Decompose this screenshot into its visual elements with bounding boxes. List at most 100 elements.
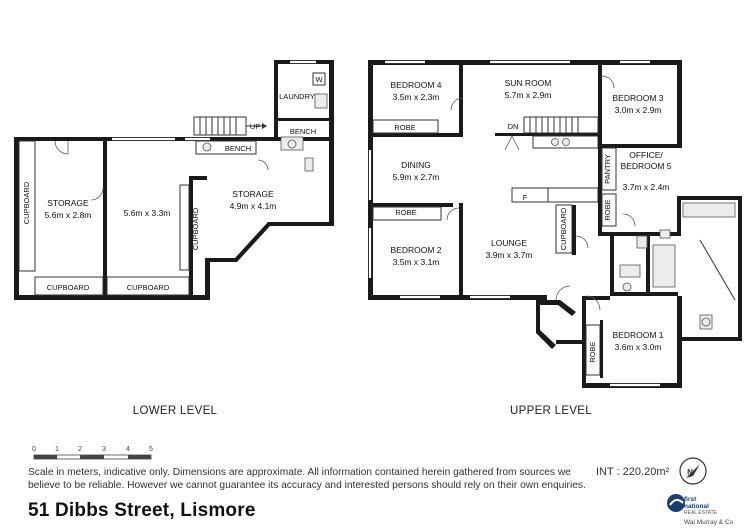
wall xyxy=(205,222,333,262)
bedroom2-dim: 3.5m x 3.1m xyxy=(393,257,440,267)
storage-right-dim: 4.9m x 4.1m xyxy=(230,201,277,211)
storage-mid-dim: 5.6m x 3.3m xyxy=(124,208,171,218)
storage-right-name: STORAGE xyxy=(232,189,274,199)
wall xyxy=(677,196,742,200)
sunroom-dim: 5.7m x 2.9m xyxy=(505,90,552,100)
wall xyxy=(373,133,463,137)
bedroom1-name: BEDROOM 1 xyxy=(612,330,663,340)
bedroom4-name: BEDROOM 4 xyxy=(390,80,441,90)
wall xyxy=(14,137,19,300)
wall xyxy=(582,296,610,300)
bedroom3-dim: 3.0m x 2.9m xyxy=(615,105,662,115)
scale-tick-label: 3 xyxy=(102,446,106,453)
wall xyxy=(646,236,650,294)
wall xyxy=(572,205,576,255)
pantry-label: PANTRY xyxy=(603,154,612,184)
wall xyxy=(329,60,334,141)
wall xyxy=(738,196,742,341)
brand-line3: REAL ESTATE xyxy=(684,510,717,516)
robe-label: ROBE xyxy=(394,123,415,132)
disclaimer-text: Scale in meters, indicative only. Dimens… xyxy=(28,467,586,491)
robe-outline xyxy=(372,206,442,221)
laundry-label: LAUNDRY xyxy=(279,92,315,101)
robe-outline xyxy=(372,119,439,134)
agency-name: Wal Murray & Co xyxy=(684,519,734,526)
wall xyxy=(278,118,329,121)
scale-tick-label: 4 xyxy=(126,446,130,453)
north-compass-icon: N xyxy=(679,457,707,485)
wall xyxy=(556,340,582,344)
first-national-logo-icon xyxy=(667,494,685,512)
office-name2: BEDROOM 5 xyxy=(620,161,671,171)
wall xyxy=(329,137,334,226)
storage-left-name: STORAGE xyxy=(47,198,89,208)
bedroom2-name: BEDROOM 2 xyxy=(390,245,441,255)
cupboard-outline xyxy=(179,184,190,271)
robe-label: ROBE xyxy=(395,208,416,217)
wall xyxy=(368,295,543,300)
up-label: UP xyxy=(250,122,260,131)
wall xyxy=(680,337,742,341)
dn-label: DN xyxy=(508,122,519,131)
office-name: OFFICE/ xyxy=(629,150,663,160)
wall xyxy=(373,203,453,207)
bedroom1-dim: 3.6m x 3.0m xyxy=(615,342,662,352)
wall xyxy=(189,178,193,296)
cupboard-label: CUPBOARD xyxy=(47,283,90,292)
lounge-name: LOUNGE xyxy=(491,238,527,248)
wall xyxy=(103,141,107,296)
wall xyxy=(495,133,602,136)
compass-label: N xyxy=(687,468,693,477)
brand-line1: first xyxy=(684,496,697,503)
stairs-upper xyxy=(523,116,599,134)
bench-label: BENCH xyxy=(225,144,251,153)
wall xyxy=(14,295,210,300)
upper-level-plan: BEDROOM 4 3.5m x 2.3m ROBE SUN ROOM 5.7m… xyxy=(368,60,742,388)
bedroom4-dim: 3.5m x 2.3m xyxy=(393,92,440,102)
scale-tick-label: 5 xyxy=(149,446,153,453)
wall xyxy=(601,144,682,148)
cupboard-label: CUPBOARD xyxy=(559,207,568,250)
wall xyxy=(602,232,677,236)
property-address: 51 Dibbs Street, Lismore xyxy=(28,500,256,521)
robe-outline xyxy=(601,193,617,227)
scale-bar: 0 1 2 3 4 5 xyxy=(32,446,153,460)
cupboard-outline xyxy=(106,276,190,296)
scale-tick-label: 2 xyxy=(78,446,82,453)
wall xyxy=(536,300,556,349)
wall xyxy=(582,296,586,388)
stairs-lower xyxy=(193,116,267,136)
bench-label: BENCH xyxy=(290,127,316,136)
wall xyxy=(677,296,682,388)
wall xyxy=(598,60,602,136)
cupboard-label: CUPBOARD xyxy=(22,181,31,224)
dining-dim: 5.9m x 2.7m xyxy=(393,172,440,182)
office-dim: 3.7m x 2.4m xyxy=(623,182,670,192)
internal-area: INT : 220.20m² xyxy=(596,466,670,478)
fridge-label: F xyxy=(523,193,528,202)
dining-name: DINING xyxy=(401,160,431,170)
scale-tick-label: 1 xyxy=(55,446,59,453)
wall xyxy=(610,292,678,296)
wall xyxy=(536,300,576,316)
lounge-dim: 3.9m x 3.7m xyxy=(486,250,533,260)
wall xyxy=(274,60,278,141)
bench-outline xyxy=(195,140,257,155)
wall xyxy=(205,258,210,300)
wall xyxy=(610,236,614,296)
sunroom-name: SUN ROOM xyxy=(505,78,552,88)
scale-tick-label: 0 xyxy=(32,446,36,453)
wall xyxy=(598,136,602,236)
wall xyxy=(600,320,603,378)
bedroom3-name: BEDROOM 3 xyxy=(612,93,663,103)
lower-level-plan: CUPBOARD STORAGE 5.6m x 2.8m 5.6m x 3.3m… xyxy=(14,60,334,300)
pantry-outline xyxy=(601,147,617,191)
lower-level-title: LOWER LEVEL xyxy=(133,405,218,417)
brand-line2: national xyxy=(684,503,709,510)
wall xyxy=(543,295,547,300)
upper-level-title: UPPER LEVEL xyxy=(510,405,592,417)
washer-label: W xyxy=(315,75,323,84)
wall xyxy=(189,176,207,180)
storage-left-dim: 5.6m x 2.8m xyxy=(45,210,92,220)
